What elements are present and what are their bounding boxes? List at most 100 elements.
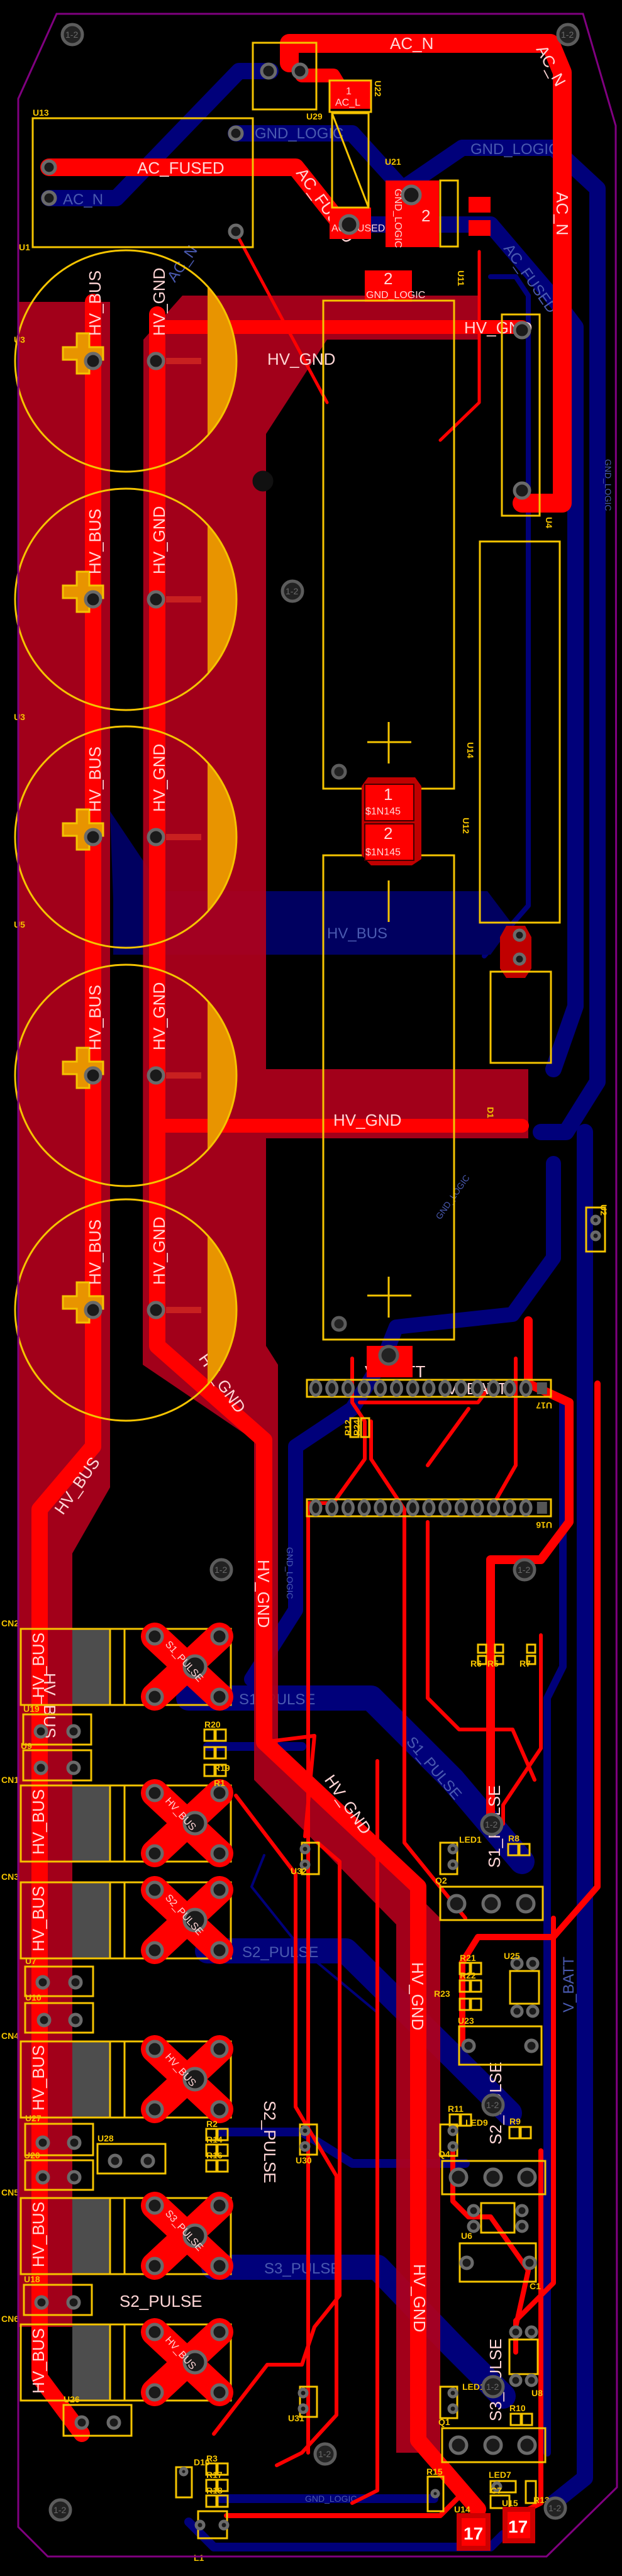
pad[interactable] bbox=[145, 2323, 164, 2341]
trace-signal-14[interactable] bbox=[450, 2142, 531, 2329]
pad[interactable] bbox=[68, 2012, 83, 2028]
pad[interactable] bbox=[477, 1655, 487, 1665]
pad[interactable] bbox=[526, 2004, 540, 2018]
pad[interactable] bbox=[513, 952, 526, 966]
header-pin[interactable] bbox=[357, 1499, 371, 1516]
header-pin[interactable] bbox=[406, 1499, 419, 1516]
trace-signal-3[interactable] bbox=[426, 1520, 536, 1782]
pad[interactable] bbox=[33, 1724, 48, 1739]
pad[interactable] bbox=[517, 2435, 537, 2455]
pad[interactable] bbox=[483, 2435, 503, 2455]
pad[interactable] bbox=[470, 1997, 482, 2011]
header-pin[interactable] bbox=[325, 1380, 339, 1397]
pad[interactable] bbox=[513, 321, 531, 340]
pad[interactable] bbox=[378, 1345, 399, 1366]
pad[interactable] bbox=[203, 1728, 216, 1742]
header-pin[interactable] bbox=[519, 1499, 533, 1516]
pad[interactable] bbox=[145, 2383, 164, 2402]
pad[interactable] bbox=[331, 763, 347, 780]
pad[interactable] bbox=[458, 1962, 471, 1975]
trace-signal-5[interactable] bbox=[358, 1388, 489, 1404]
pad[interactable] bbox=[36, 2012, 52, 2028]
pad[interactable] bbox=[66, 1760, 81, 1775]
pad[interactable] bbox=[210, 2100, 229, 2119]
pad[interactable] bbox=[210, 1627, 229, 1646]
pad[interactable] bbox=[459, 2255, 474, 2270]
pad[interactable] bbox=[430, 2489, 440, 2499]
pad[interactable] bbox=[140, 2153, 155, 2168]
resistor-r7[interactable]: R7 bbox=[519, 1643, 536, 1668]
pad[interactable] bbox=[526, 1957, 540, 1970]
pad[interactable] bbox=[84, 352, 103, 370]
pad[interactable] bbox=[147, 352, 165, 370]
pad[interactable] bbox=[297, 2387, 309, 2399]
pad[interactable] bbox=[145, 1941, 164, 1960]
pad[interactable] bbox=[210, 1844, 229, 1863]
pad[interactable] bbox=[509, 2325, 523, 2339]
pad[interactable] bbox=[203, 1746, 216, 1760]
header-pin[interactable] bbox=[309, 1380, 323, 1397]
pad[interactable] bbox=[228, 125, 244, 142]
pad[interactable] bbox=[35, 2170, 50, 2185]
resistor-r12[interactable] bbox=[349, 1417, 360, 1438]
resistor-r21[interactable]: R21 bbox=[458, 1953, 482, 1975]
pad[interactable] bbox=[299, 2125, 311, 2136]
pad[interactable] bbox=[214, 1763, 227, 1777]
pad[interactable] bbox=[216, 2462, 229, 2476]
pad[interactable] bbox=[467, 2219, 480, 2233]
pin-1-pad[interactable] bbox=[536, 1382, 547, 1394]
pad[interactable] bbox=[467, 2204, 480, 2218]
pad[interactable] bbox=[182, 2223, 208, 2248]
pad[interactable] bbox=[508, 2126, 521, 2140]
pad[interactable] bbox=[331, 1316, 347, 1332]
pad[interactable] bbox=[147, 1066, 165, 1085]
pad[interactable] bbox=[525, 2373, 538, 2387]
pad[interactable] bbox=[524, 2038, 539, 2053]
trace-signal-8[interactable] bbox=[501, 1633, 543, 1826]
pad[interactable] bbox=[210, 2257, 229, 2275]
resistor-r17[interactable]: R17 bbox=[205, 2470, 229, 2492]
pad[interactable] bbox=[448, 2113, 461, 2127]
pad[interactable] bbox=[182, 1654, 208, 1679]
pin-1-pad[interactable] bbox=[536, 1502, 547, 1514]
pad[interactable] bbox=[182, 1811, 208, 1836]
pad[interactable] bbox=[145, 1844, 164, 1863]
pad[interactable] bbox=[216, 2143, 229, 2157]
pad[interactable] bbox=[147, 1301, 165, 1319]
pad[interactable] bbox=[35, 2135, 50, 2150]
diode-pad-1[interactable] bbox=[364, 784, 414, 821]
pad[interactable] bbox=[481, 1894, 501, 1914]
chip-u15[interactable] bbox=[503, 2507, 535, 2543]
pad[interactable] bbox=[491, 2481, 503, 2492]
header-pin[interactable] bbox=[503, 1380, 516, 1397]
pad[interactable] bbox=[210, 2040, 229, 2058]
pad[interactable] bbox=[147, 828, 165, 847]
resistor-r3[interactable]: R3 bbox=[205, 2453, 229, 2476]
pad[interactable] bbox=[525, 2325, 538, 2339]
pad[interactable] bbox=[145, 2040, 164, 2058]
header-pin[interactable] bbox=[422, 1499, 436, 1516]
trace-ac-n[interactable] bbox=[280, 34, 572, 513]
pad[interactable] bbox=[447, 2141, 458, 2152]
pad[interactable] bbox=[494, 1655, 504, 1665]
pad[interactable] bbox=[507, 1843, 519, 1857]
trace-signal-10[interactable] bbox=[212, 1841, 342, 2436]
pad[interactable] bbox=[205, 2159, 218, 2173]
pad[interactable] bbox=[299, 2141, 311, 2152]
pad[interactable] bbox=[205, 2494, 218, 2508]
trace-signal-11[interactable] bbox=[262, 1734, 316, 1838]
pad[interactable] bbox=[66, 2295, 81, 2310]
header-pin[interactable] bbox=[487, 1499, 501, 1516]
header-pin[interactable] bbox=[374, 1499, 387, 1516]
pad[interactable] bbox=[84, 828, 103, 847]
pad[interactable] bbox=[67, 2135, 82, 2150]
pad[interactable] bbox=[516, 1894, 536, 1914]
pad[interactable] bbox=[66, 1724, 81, 1739]
pad[interactable] bbox=[205, 2143, 218, 2157]
pad[interactable] bbox=[214, 1746, 227, 1760]
resistor-r23[interactable]: R23 bbox=[434, 1989, 482, 2011]
pad[interactable] bbox=[205, 2128, 218, 2141]
pad[interactable] bbox=[216, 2494, 229, 2508]
resistor-r24[interactable] bbox=[360, 1417, 370, 1438]
pad[interactable] bbox=[299, 1843, 311, 1855]
